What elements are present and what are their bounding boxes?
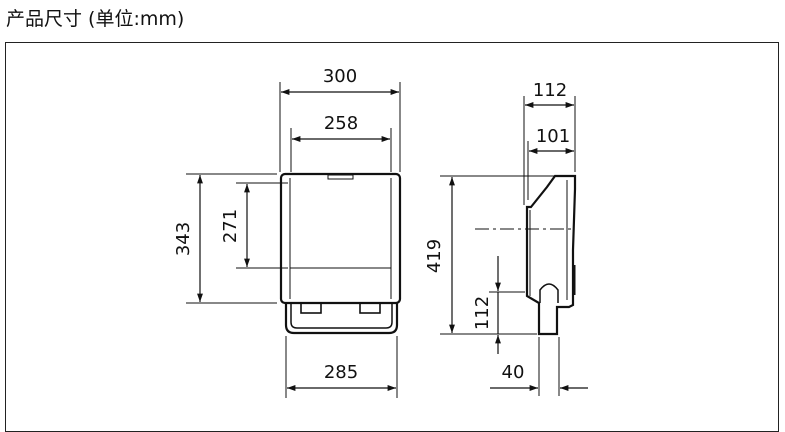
extension-lines — [186, 82, 576, 398]
dim-front-height-inner: 271 — [220, 209, 241, 243]
dim-front-width-overall: 300 — [323, 66, 357, 87]
side-view — [525, 174, 577, 336]
dim-side-height-overall: 419 — [424, 239, 445, 273]
front-view — [279, 172, 402, 335]
dim-side-depth-body: 101 — [536, 126, 570, 147]
dim-bracket-width: 285 — [324, 362, 358, 383]
dim-bracket-height: 112 — [472, 296, 493, 330]
dim-side-depth-overall: 112 — [533, 80, 567, 101]
dim-bracket-depth: 40 — [502, 362, 525, 383]
dimension-lines — [197, 89, 588, 391]
dim-front-width-inner: 258 — [324, 113, 358, 134]
page-title: 产品尺寸 (单位:mm) — [6, 8, 185, 30]
dim-front-height-overall: 343 — [173, 222, 194, 256]
